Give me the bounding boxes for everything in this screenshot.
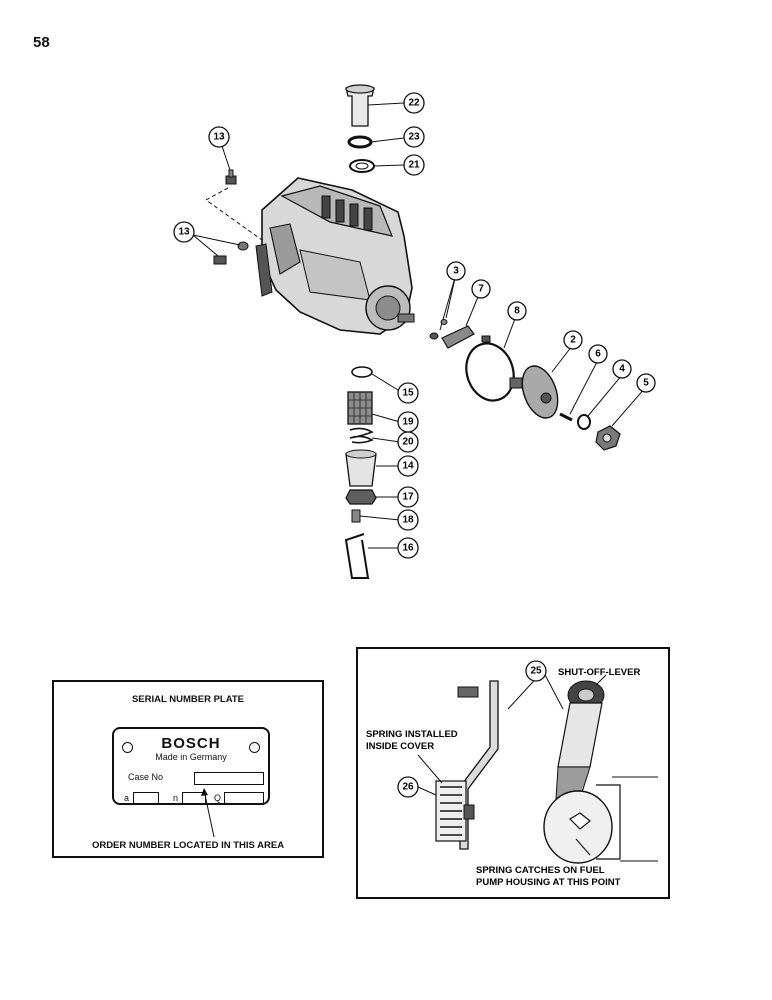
svg-text:6: 6 [595,349,601,360]
plate-field-a-label: a [124,793,130,803]
callout-20: 20 [397,431,419,453]
svg-text:7: 7 [478,284,484,295]
svg-text:23: 23 [408,132,420,143]
svg-text:13: 13 [213,132,225,143]
part-22-cap [345,84,405,127]
callout-19: 19 [397,411,419,433]
callout-15: 15 [397,382,419,404]
serial-plate-title: SERIAL NUMBER PLATE [131,694,245,705]
part-13-screw-lower [192,234,249,265]
svg-text:2: 2 [570,335,576,346]
plate-leader-line [201,788,215,838]
callout-18: 18 [397,509,419,531]
svg-text:13: 13 [178,227,190,238]
svg-text:15: 15 [402,388,414,399]
part-23-ring [347,135,405,149]
svg-text:19: 19 [402,417,414,428]
svg-text:14: 14 [402,461,414,472]
callout-8: 8 [507,301,527,321]
part-6-pin [559,359,599,422]
plate-made-in: Made in Germany [155,752,227,762]
injection-pump-body [255,177,415,335]
callout-22: 22 [403,92,425,114]
shut-off-detail-drawing: 25 26 SHUT-OFF-LEVER SPRING INSTALLED IN… [366,660,658,888]
callout-17: 17 [397,486,419,508]
shut-off-detail-box: 25 26 SHUT-OFF-LEVER SPRING INSTALLED IN… [356,647,670,899]
plate-field-q [224,792,264,805]
bosch-plate: BOSCH Made in Germany Case No a n Q [112,727,270,805]
part-20-spring [349,427,401,444]
callout-26: 26 [397,776,419,798]
exploded-view-diagram: 22 23 21 13 13 3 7 8 2 6 4 5 15 19 20 14… [173,84,656,579]
svg-text:26: 26 [402,782,414,793]
svg-text:3: 3 [453,266,459,277]
svg-text:25: 25 [530,666,542,677]
page-number: 58 [33,34,50,51]
svg-text:17: 17 [402,492,414,503]
label-spring-catches-2: PUMP HOUSING AT THIS POINT [476,877,621,888]
serial-plate-footer: ORDER NUMBER LOCATED IN THIS AREA [91,840,285,851]
svg-text:5: 5 [643,378,649,389]
callout-16: 16 [397,537,419,559]
svg-text:20: 20 [402,437,414,448]
part-18-bolt [351,509,401,523]
plate-case-label: Case No [128,772,164,782]
part-16-bail [344,533,400,579]
label-spring-catches-1: SPRING CATCHES ON FUEL [476,865,605,876]
part-21-washer [349,159,405,173]
plate-hole-left-icon [122,742,133,753]
label-shut-off-lever: SHUT-OFF-LEVER [558,667,640,678]
svg-text:22: 22 [408,98,420,109]
part-5-nut [595,387,646,451]
callout-14: 14 [397,455,419,477]
svg-text:4: 4 [619,364,625,375]
svg-text:8: 8 [514,306,520,317]
callout-6: 6 [588,344,608,364]
part-13-screw-top [205,145,263,241]
part-8-gasket [465,315,517,402]
callout-4: 4 [612,359,632,379]
part-15-washer [351,366,399,391]
plate-field-a [133,792,159,805]
label-spring-installed-1: SPRING INSTALLED [366,729,458,740]
callout-5: 5 [636,373,656,393]
part-7-lever [441,291,491,349]
plate-field-q-label: Q [214,793,222,803]
part-3-nuts [429,273,457,340]
callout-7: 7 [471,279,491,299]
plate-field-n-label: n [173,793,179,803]
plate-order-field [194,772,264,785]
callout-21: 21 [403,154,425,176]
callout-13-lower: 13 [173,221,195,243]
callout-2: 2 [563,330,583,350]
part-14-bowl [345,449,400,487]
callout-25: 25 [525,660,547,682]
label-spring-installed-2: INSIDE COVER [366,741,434,752]
serial-number-plate-box: SERIAL NUMBER PLATE BOSCH Made in German… [52,680,324,858]
svg-text:16: 16 [402,543,414,554]
callout-13-top: 13 [208,126,230,148]
part-19-filter [347,391,401,425]
callout-23: 23 [403,126,425,148]
svg-text:21: 21 [408,160,420,171]
part-4-lockwasher [577,374,623,430]
plate-hole-right-icon [249,742,260,753]
callout-3: 3 [446,261,466,281]
part-2-cover [509,345,573,419]
svg-text:18: 18 [402,515,414,526]
part-17-cap [345,489,400,505]
plate-brand: BOSCH [161,735,221,752]
